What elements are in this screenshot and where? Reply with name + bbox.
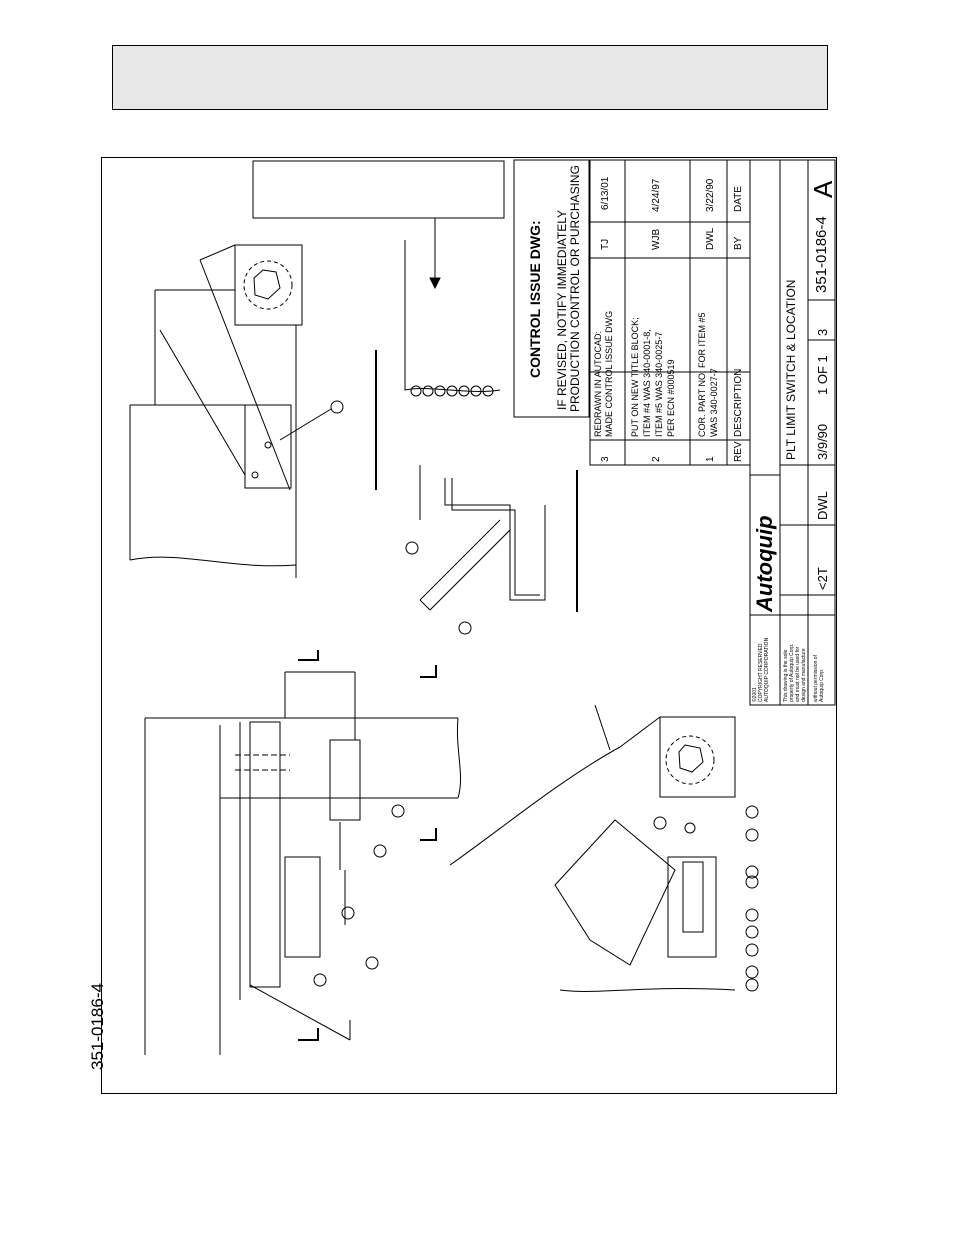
- nut-hex: [253, 269, 281, 300]
- detail-bracket-top: [234, 244, 303, 326]
- copyright-9: Autoquip Corp.: [819, 668, 825, 702]
- control-notice-line2: PRODUCTION CONTROL OR PURCHASING: [568, 165, 582, 412]
- copyright-7: design and manufacture: [801, 648, 807, 702]
- rev-2-desc-1: PUT ON NEW TITLE BLOCK;: [630, 317, 640, 437]
- drawing-rev: 3: [815, 328, 830, 336]
- drawn-by: DWL: [815, 491, 830, 520]
- control-issue-box: [513, 159, 590, 418]
- drawing-size: <2T: [815, 567, 830, 590]
- drawing-size-letter: A: [808, 180, 838, 198]
- arm-plate: [554, 819, 676, 966]
- drawing-title: PLT LIMIT SWITCH & LOCATION: [784, 279, 798, 460]
- rev-3-desc-1: REDRAWN IN AUTOCAD:: [593, 330, 603, 437]
- company-logo: Autoquip: [752, 515, 777, 612]
- rev-header-by: BY: [733, 236, 744, 250]
- detail-bracket-bottom: [659, 716, 736, 798]
- rev-2-by: WJB: [651, 228, 662, 250]
- rev-3-number: 3: [600, 456, 611, 462]
- rev-2-desc-4: PER ECN #000519: [666, 359, 676, 437]
- header-band: [112, 45, 828, 110]
- switch-body: [284, 856, 321, 958]
- drawing-date: 3/9/90: [815, 423, 830, 460]
- rev-2-date: 4/24/97: [651, 178, 662, 212]
- rev-2-desc-3: ITEM #5 WAS 340-0025-7: [654, 331, 664, 437]
- rev-2-number: 2: [651, 456, 662, 462]
- control-notice-title: CONTROL ISSUE DWG:: [527, 220, 543, 378]
- page-number-label: 351-0186-4: [88, 983, 107, 1070]
- control-notice-line1: IF REVISED, NOTIFY IMMEDIATELY: [555, 209, 569, 410]
- rev-1-desc-2: WAS 340-0027-7: [709, 368, 719, 437]
- rev-1-date: 3/22/90: [705, 178, 716, 212]
- copyright-3: AUTOQUIP CORPORATION: [764, 637, 770, 702]
- shaft: [249, 721, 281, 988]
- rev-3-date: 6/13/01: [600, 176, 611, 210]
- drawing-sheet: [101, 157, 837, 1094]
- rev-1-number: 1: [705, 456, 716, 462]
- title-block: [749, 159, 836, 706]
- rev-3-desc-2: MADE CONTROL ISSUE DWG: [604, 310, 614, 437]
- switch-housing: [667, 856, 717, 958]
- rev-header-description: DESCRIPTION: [733, 368, 744, 437]
- drawing-sheet-count: 1 OF 1: [815, 355, 830, 395]
- switch-mount: [329, 739, 361, 821]
- rev-1-by: DWL: [705, 227, 716, 250]
- rev-3-by: TJ: [600, 238, 611, 250]
- rev-1-desc-1: COR. PART NO. FOR ITEM #5: [697, 312, 707, 437]
- drawing-number: 351-0186-4: [813, 216, 830, 293]
- rev-header-rev: REV: [733, 441, 744, 462]
- detail-plate: [244, 404, 292, 489]
- rev-header-date: DATE: [733, 186, 744, 212]
- rev-2-desc-2: ITEM #4 WAS 340-0001-8,: [642, 329, 652, 437]
- blank-note-box: [252, 160, 505, 219]
